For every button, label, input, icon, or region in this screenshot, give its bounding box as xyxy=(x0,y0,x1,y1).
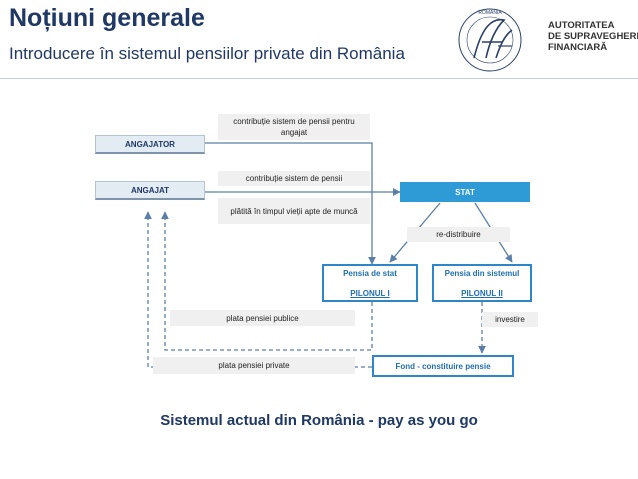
org-name-line: FINANCIARĂ xyxy=(548,42,608,53)
arrow-plata-publica xyxy=(161,211,373,351)
label-contrib: contribuție sistem de pensii xyxy=(218,171,370,186)
pilon-1-subtitle: PILONUL I xyxy=(350,289,390,298)
pilon-2-subtitle: PILONUL II xyxy=(461,289,503,298)
arrow-contrib-angajator xyxy=(205,142,376,265)
label-redistribuire: re-distribuire xyxy=(407,227,510,242)
org-name-line: DE SUPRAVEGHERE xyxy=(548,31,638,42)
diagram-caption: Sistemul actual din România - pay as you… xyxy=(160,412,478,429)
arrow-plata-privata xyxy=(144,211,372,368)
label-platita: plătită în timpul vieții apte de muncă xyxy=(218,198,370,224)
label-investire: investire xyxy=(482,312,538,327)
page-title: Noțiuni generale xyxy=(9,4,205,32)
svg-text:ROMÂNIA: ROMÂNIA xyxy=(478,9,502,16)
node-fond: Fond - constituire pensie xyxy=(372,355,514,377)
org-name-line: AUTORITATEA xyxy=(548,20,615,31)
header-divider xyxy=(0,78,638,79)
pilon-2-title: Pensia din sistemul xyxy=(444,269,520,278)
pilon-1-title: Pensia de stat xyxy=(343,269,397,278)
label-plata-publica: plata pensiei publice xyxy=(170,310,355,326)
node-pilon-2: Pensia din sistemul PILONUL II xyxy=(432,264,532,302)
label-plata-privata: plata pensiei private xyxy=(153,357,355,374)
page-subtitle: Introducere în sistemul pensiilor privat… xyxy=(9,44,405,63)
node-stat: STAT xyxy=(400,182,530,202)
node-angajator: ANGAJATOR xyxy=(95,135,205,154)
org-name: AUTORITATEA DE SUPRAVEGHERE FINANCIARĂ xyxy=(548,20,638,53)
asf-seal-logo: ROMÂNIA xyxy=(458,8,522,72)
node-angajat: ANGAJAT xyxy=(95,181,205,200)
node-pilon-1: Pensia de stat PILONUL I xyxy=(322,264,418,302)
label-contrib-angajat: contribuție sistem de pensii pentru anga… xyxy=(218,114,370,140)
